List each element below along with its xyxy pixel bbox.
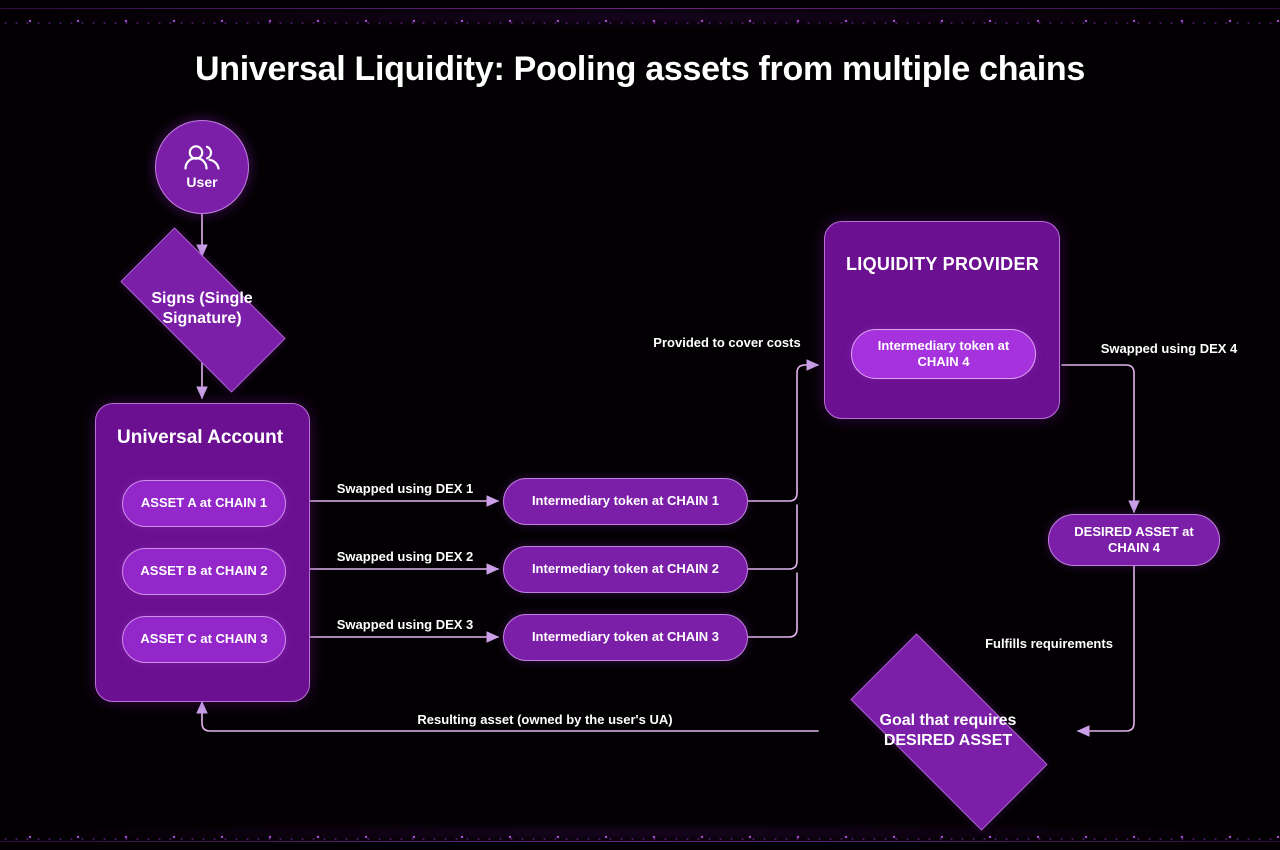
goal-diamond-label: Goal that requires DESIRED ASSET [818, 666, 1078, 796]
signs-line-2: Signature) [162, 310, 242, 327]
edge-label-fulfills: Fulfills requirements [985, 636, 1113, 651]
goal-line-2: DESIRED ASSET [883, 732, 1013, 749]
lp-intermediary-token-pill[interactable]: Intermediary token at CHAIN 4 [851, 329, 1036, 379]
signs-line-1: Signs (Single [151, 290, 253, 307]
desired-asset-line-1: DESIRED ASSET at [1074, 523, 1194, 539]
top-band-rule [0, 8, 1280, 9]
wire-inter-2-to-trunk [747, 504, 798, 570]
lp-token-line-2: CHAIN 4 [917, 354, 970, 369]
user-node[interactable]: User [155, 120, 249, 214]
top-band-dots [0, 10, 1280, 24]
goal-diamond-node[interactable]: Goal that requires DESIRED ASSET [818, 633, 1078, 831]
asset-pill-c[interactable]: ASSET C at CHAIN 3 [122, 616, 286, 663]
asset-pill-b[interactable]: ASSET B at CHAIN 2 [122, 548, 286, 595]
desired-asset-node[interactable]: DESIRED ASSET at CHAIN 4 [1048, 514, 1220, 566]
decorative-top-band [0, 0, 1280, 30]
desired-asset-line-2: CHAIN 4 [1107, 540, 1160, 555]
intermediary-token-chain-2[interactable]: Intermediary token at CHAIN 2 [503, 546, 748, 593]
wire-inter-3-to-trunk [747, 572, 798, 638]
bottom-band-rule [0, 841, 1280, 842]
intermediary-token-chain-3[interactable]: Intermediary token at CHAIN 3 [503, 614, 748, 661]
decorative-bottom-band [0, 820, 1280, 850]
signs-diamond-node[interactable]: Signs (Single Signature) [92, 227, 312, 393]
liquidity-provider-title: LIQUIDITY PROVIDER [846, 254, 1040, 274]
lp-token-line-1: Intermediary token at [877, 337, 1010, 353]
universal-account-title: Universal Account [117, 427, 284, 448]
asset-pill-a[interactable]: ASSET A at CHAIN 1 [122, 480, 286, 527]
universal-account-panel[interactable]: Universal Account ASSET A at CHAIN 1 ASS… [95, 403, 310, 702]
edge-label-cover-costs: Provided to cover costs [653, 335, 801, 350]
edge-label-resulting-asset: Resulting asset (owned by the user's UA) [417, 712, 673, 727]
intermediary-token-chain-1[interactable]: Intermediary token at CHAIN 1 [503, 478, 748, 525]
user-label: User [186, 174, 218, 190]
signs-diamond-label: Signs (Single Signature) [92, 256, 312, 362]
wire-inter-1-to-lp [747, 359, 820, 502]
edge-label-dex-2: Swapped using DEX 2 [336, 549, 474, 564]
page-title: Universal Liquidity: Pooling assets from… [194, 50, 1086, 88]
edge-label-dex-3: Swapped using DEX 3 [336, 617, 474, 632]
edge-label-dex-4: Swapped using DEX 4 [1100, 341, 1238, 356]
edge-label-dex-1: Swapped using DEX 1 [336, 481, 474, 496]
bottom-band-dots [0, 826, 1280, 840]
wire-lp-to-desired-asset [1061, 364, 1140, 514]
goal-line-1: Goal that requires [879, 712, 1017, 729]
liquidity-provider-panel[interactable]: LIQUIDITY PROVIDER Intermediary token at… [824, 221, 1060, 419]
users-icon [184, 145, 220, 170]
